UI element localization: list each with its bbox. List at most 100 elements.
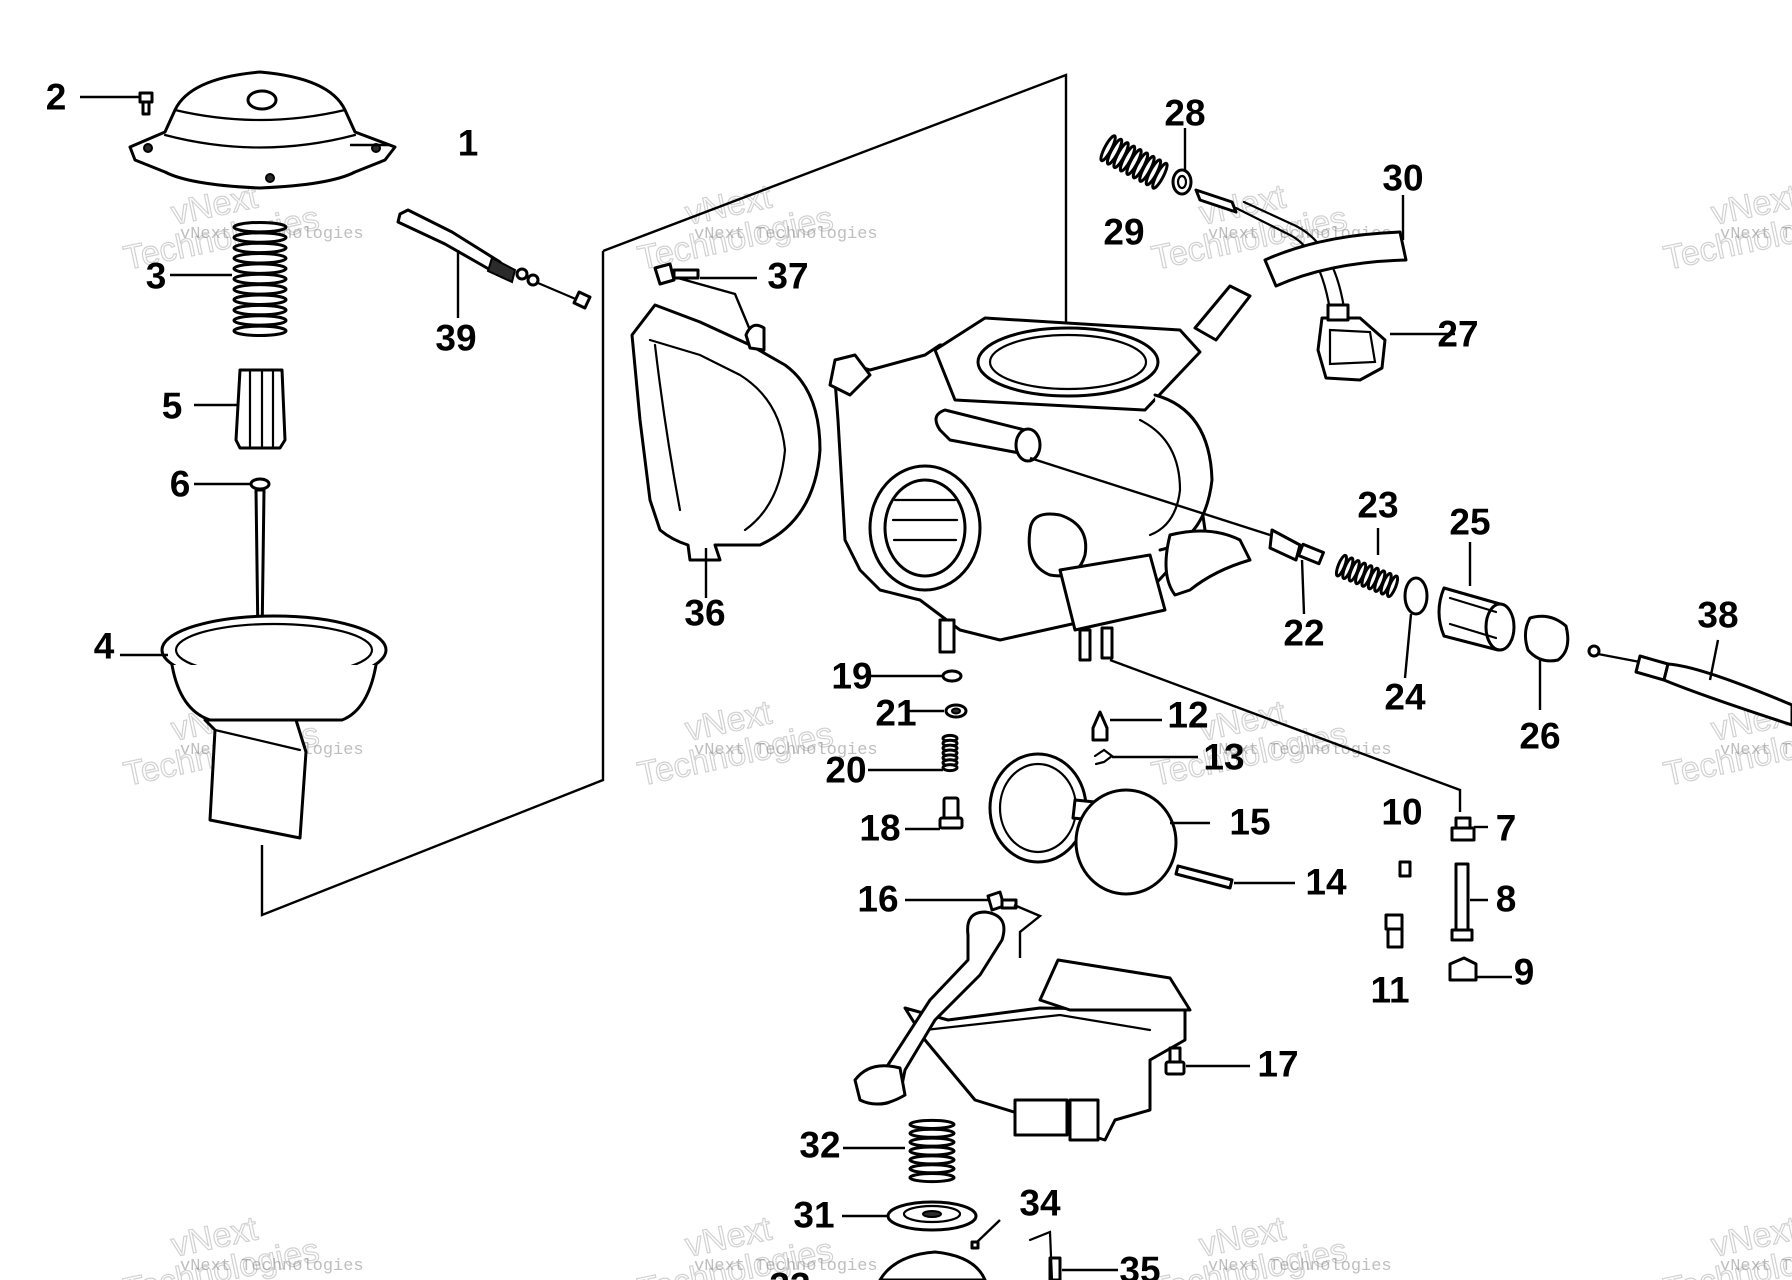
callout-29: 29: [1103, 212, 1144, 253]
watermark-small: vNext Technologies: [1208, 741, 1392, 760]
leader-line-38: [1708, 639, 1720, 681]
part-needle-34: [970, 1240, 980, 1250]
callout-labels: 1234567891011121314151617181920212223242…: [46, 77, 1739, 1280]
part-lower-cover: [878, 1230, 1054, 1280]
part-needle-holder: [234, 368, 287, 450]
callout-34: 34: [1019, 1183, 1061, 1224]
part-bolt-37: [653, 262, 700, 286]
callout-17: 17: [1257, 1044, 1298, 1085]
callout-27: 27: [1437, 314, 1478, 355]
part-washer-28: [1171, 168, 1193, 196]
callout-23: 23: [1357, 485, 1398, 526]
part-spring-29: [1099, 134, 1169, 190]
part-jet-18: [938, 796, 964, 830]
part-adjuster-22: [1268, 528, 1325, 566]
part-jet-10: [1398, 860, 1412, 878]
callout-5: 5: [162, 386, 183, 427]
callout-39: 39: [435, 318, 476, 359]
callout-14: 14: [1305, 862, 1347, 903]
part-air-cover: [630, 271, 822, 562]
callout-6: 6: [170, 464, 191, 505]
callout-12: 12: [1167, 695, 1208, 736]
callout-10: 10: [1381, 792, 1422, 833]
part-jet-9: [1448, 956, 1478, 982]
callout-22: 22: [1283, 613, 1324, 654]
part-spring-20: [941, 733, 959, 773]
callout-18: 18: [859, 808, 900, 849]
watermark-small: vNext Technologies: [180, 1257, 364, 1276]
callout-24: 24: [1384, 677, 1426, 718]
watermark-small: vNext Technologies: [1720, 225, 1792, 244]
callout-4: 4: [94, 626, 115, 667]
callout-32: 32: [799, 1125, 840, 1166]
part-screw-17: [1164, 1046, 1186, 1076]
part-jet-11: [1384, 913, 1404, 949]
callout-2: 2: [46, 77, 67, 118]
part-filter-25: [1437, 586, 1516, 652]
callout-36: 36: [684, 593, 725, 634]
callout-33: 33: [769, 1266, 810, 1280]
callout-1: 1: [458, 123, 479, 164]
callout-16: 16: [857, 879, 898, 920]
callout-7: 7: [1496, 808, 1517, 849]
part-screw-2: [138, 91, 154, 116]
part-float-bowl: [853, 910, 1192, 1142]
part-top-cover: [128, 70, 397, 190]
callout-11: 11: [1370, 970, 1409, 1011]
part-screw-35: [1048, 1256, 1062, 1280]
part-washer-21: [944, 703, 968, 719]
part-cable-39: [396, 208, 592, 310]
callout-37: 37: [767, 256, 808, 297]
leader-line-34: [975, 1219, 1001, 1244]
part-hose-30: [1193, 230, 1408, 342]
leader-line-22: [1300, 559, 1306, 615]
part-screw-16: [986, 890, 1043, 958]
callout-26: 26: [1519, 716, 1560, 757]
callout-30: 30: [1382, 158, 1423, 199]
part-diaphragm-slide: [160, 614, 388, 840]
callout-19: 19: [831, 656, 872, 697]
callout-25: 25: [1449, 502, 1490, 543]
part-cap-26: [1523, 614, 1570, 663]
part-connector-27: [1316, 303, 1387, 382]
part-jet-8: [1450, 862, 1474, 942]
part-needle-valve-12: [1091, 710, 1109, 742]
watermark-small: vNext Technologies: [1720, 1257, 1792, 1276]
callout-21: 21: [875, 693, 916, 734]
watermark-small: vNext Technologies: [694, 1257, 878, 1276]
callout-35: 35: [1119, 1250, 1160, 1280]
callout-9: 9: [1514, 952, 1535, 993]
watermark-small: vNext Technologies: [1720, 741, 1792, 760]
callout-8: 8: [1496, 879, 1517, 920]
leader-line-7-bracket: [1109, 658, 1462, 812]
callout-13: 13: [1203, 737, 1244, 778]
part-diaphragm-31: [886, 1200, 978, 1232]
part-floats-15: [988, 752, 1178, 896]
leader-lines: [80, 95, 1720, 1272]
leader-line-24: [1403, 613, 1413, 679]
callout-15: 15: [1229, 802, 1270, 843]
watermark-small: vNext Technologies: [1208, 1257, 1392, 1276]
callout-31: 31: [793, 1195, 834, 1236]
part-o-ring-24: [1403, 576, 1429, 616]
part-spring-3: [232, 220, 288, 338]
assembly-frame: [260, 73, 1068, 917]
part-spring-23: [1334, 553, 1400, 599]
part-pin-14: [1174, 864, 1234, 890]
part-o-ring-19: [941, 669, 963, 683]
part-cable-38: [1587, 644, 1792, 727]
part-clip-13: [1093, 748, 1114, 766]
part-spring-32: [908, 1118, 956, 1184]
watermark-small: vNext Technologies: [694, 225, 878, 244]
callout-20: 20: [825, 750, 866, 791]
callout-3: 3: [146, 256, 167, 297]
callout-38: 38: [1697, 595, 1738, 636]
watermark-small: vNext Technologies: [694, 741, 878, 760]
callout-28: 28: [1164, 93, 1205, 134]
part-jet-7: [1450, 816, 1476, 842]
part-carburetor-body: [828, 316, 1271, 662]
